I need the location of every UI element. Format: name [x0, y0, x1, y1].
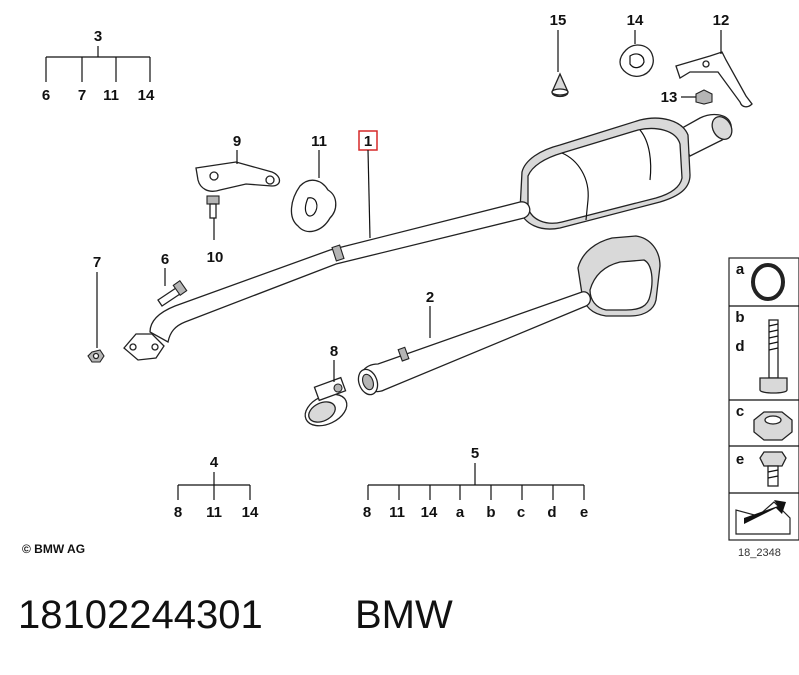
bolt-part-6: [157, 280, 188, 307]
legend-label-e: e: [736, 451, 744, 468]
clamp-part-8: [304, 376, 348, 427]
legend-label-c: c: [736, 403, 744, 420]
tree5-child-d: d: [547, 504, 556, 521]
callouts: 1 2 6 7 8 9 10 11 12 13 14 15: [93, 12, 730, 382]
callout-tree-4: 4 8 11 14: [174, 454, 259, 521]
tree3-child-7: 7: [78, 87, 86, 104]
callout-8: 8: [330, 343, 338, 360]
rubber-cap-part-15: [551, 72, 569, 98]
tree5-child-11: 11: [389, 504, 405, 521]
tree3-parent: 3: [94, 28, 102, 45]
tree5-child-8: 8: [363, 504, 371, 521]
front-pipe-part-1: [123, 201, 531, 361]
callout-13: 13: [661, 89, 678, 106]
callout-tree-3: 3 6 7 11 14: [42, 28, 155, 104]
ring-gasket-icon: [751, 263, 785, 301]
tree5-parent: 5: [471, 445, 479, 462]
callout-10: 10: [207, 249, 224, 266]
tree4-child-8: 8: [174, 504, 182, 521]
legend-label-a: a: [736, 261, 745, 278]
nut-part-13: [695, 89, 713, 105]
nut-part-7: [87, 349, 105, 363]
middle-silencer-part-2: [357, 235, 661, 396]
callout-1: 1: [364, 133, 372, 150]
diagram-ref: 18_2348: [738, 547, 781, 559]
tree5-child-c: c: [517, 504, 525, 521]
callout-14: 14: [627, 12, 644, 29]
callout-2: 2: [426, 289, 434, 306]
legend-label-d: d: [735, 338, 744, 355]
callout-15: 15: [550, 12, 567, 29]
copyright-text: © BMW AG: [22, 542, 85, 556]
callout-11: 11: [311, 133, 327, 150]
nut-icon: [753, 411, 793, 441]
tree5-child-14: 14: [421, 504, 438, 521]
callout-12: 12: [713, 12, 730, 29]
bracket-part-9: [195, 161, 281, 192]
brand-name: BMW: [355, 593, 453, 637]
tree3-child-11: 11: [103, 87, 119, 104]
callout-7: 7: [93, 254, 101, 271]
tree4-parent: 4: [210, 454, 219, 471]
tree4-child-11: 11: [206, 504, 222, 521]
callout-tree-5: 5 8 11 14 a b c d e: [363, 445, 588, 521]
part-number: 18102244301: [18, 593, 263, 637]
callout-9: 9: [233, 133, 241, 150]
tree5-child-e: e: [580, 504, 588, 521]
rubber-mount-part-11: [290, 179, 337, 233]
bracket-part-12: [675, 51, 753, 108]
short-bolt-icon: [759, 451, 787, 487]
hardware-legend: a b d c e: [728, 257, 799, 541]
legend-label-b: b: [735, 309, 744, 326]
rubber-ring-part-14: [619, 44, 654, 77]
rear-silencer: [519, 113, 733, 230]
direction-arrow-icon: [735, 500, 791, 535]
bolt-part-10: [206, 195, 220, 219]
tree4-child-14: 14: [242, 504, 259, 521]
tree5-child-a: a: [456, 504, 465, 521]
tree5-child-b: b: [486, 504, 495, 521]
bolt-icon: [759, 319, 788, 394]
tree3-child-14: 14: [138, 87, 155, 104]
tree3-child-6: 6: [42, 87, 50, 104]
callout-6: 6: [161, 251, 169, 268]
